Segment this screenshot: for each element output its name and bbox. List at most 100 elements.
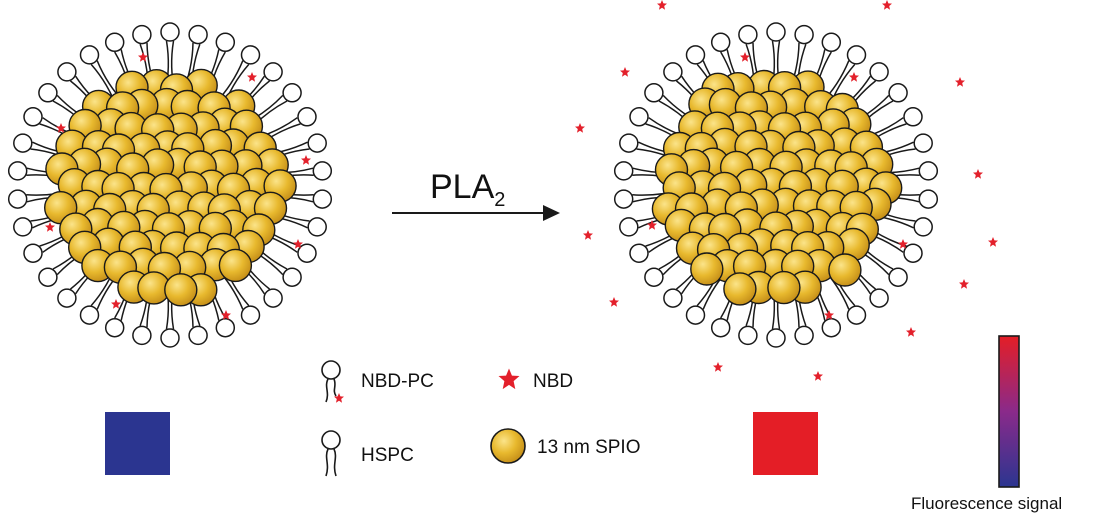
lipid-head: [297, 243, 317, 263]
spio-sphere-icon: [490, 428, 526, 464]
lipid-head: [821, 317, 842, 338]
nanoparticle-before: [7, 22, 333, 348]
lipid-head: [613, 189, 634, 209]
lipid-head: [738, 325, 758, 346]
lipid-head: [13, 133, 33, 153]
lipid-head: [644, 267, 664, 287]
lipid-head: [888, 267, 908, 287]
hspc-icon: [321, 430, 341, 477]
spio-particle: [723, 272, 757, 306]
lipid-head: [766, 22, 786, 42]
nbd-pc-label: NBD-PC: [361, 371, 434, 392]
nbd-star: [973, 169, 983, 179]
lipid-head: [685, 45, 706, 65]
lipid-head: [104, 317, 125, 338]
lipid-head: [38, 267, 58, 287]
lipid-head: [240, 305, 261, 325]
lipid-head: [215, 32, 236, 53]
lipid-head: [903, 243, 923, 263]
lipid-head: [79, 45, 100, 65]
lipid-head: [57, 288, 77, 308]
nbd-star: [959, 279, 969, 289]
lipid-head: [738, 24, 758, 45]
lipid-head: [104, 32, 125, 53]
lipid-head: [710, 32, 731, 53]
lipid-head: [38, 83, 58, 103]
lipid-head: [869, 288, 889, 308]
nbd-pc-icon: [321, 360, 344, 403]
nbd-star: [111, 299, 121, 309]
spio-particle: [828, 253, 862, 287]
lipid-head: [160, 22, 180, 42]
nbd-star: [620, 67, 630, 77]
fluorescence-label: Fluorescence signal: [911, 494, 1062, 513]
lipid-head: [132, 24, 152, 45]
hspc-label: HSPC: [361, 445, 414, 466]
nbd-star: [988, 237, 998, 247]
nbd-star: [583, 230, 593, 240]
nbd-star: [713, 362, 723, 372]
nbd-star: [906, 327, 916, 337]
lipid-head: [846, 45, 867, 65]
lipid-head: [188, 24, 208, 45]
lipid-head: [794, 24, 814, 45]
lipid-head: [282, 83, 302, 103]
lipid-head: [663, 62, 683, 82]
lipid-head: [263, 288, 283, 308]
spio-core-before: [44, 68, 297, 307]
lipid-head: [644, 83, 664, 103]
nbd-star: [575, 123, 585, 133]
nbd-star: [247, 72, 257, 82]
lipid-head: [263, 62, 283, 82]
lipid-head: [7, 161, 28, 181]
lipid-head: [312, 189, 333, 209]
lipid-head: [888, 83, 908, 103]
nbd-star-icon: [498, 368, 520, 390]
lipid-shell-before: [7, 22, 333, 348]
legend: NBD-PC NBD HSPC 13 nm SPIO: [321, 360, 641, 477]
nbd-star: [138, 52, 148, 62]
lipid-head: [663, 288, 683, 308]
spio-core-after: [651, 69, 903, 306]
lipid-head: [869, 62, 889, 82]
lipid-head: [629, 243, 649, 263]
lipid-head: [903, 107, 923, 127]
reaction-arrow: PLA2: [392, 168, 560, 221]
nbd-star: [45, 222, 55, 232]
lipid-head: [307, 217, 327, 237]
lipid-head: [629, 107, 649, 127]
nbd-star: [849, 72, 859, 82]
nbd-star: [955, 77, 965, 87]
enzyme-label: PLA2: [430, 168, 505, 211]
nbd-star: [657, 0, 667, 10]
lipid-head: [240, 45, 261, 65]
lipid-head: [7, 189, 28, 209]
spio-particle: [218, 248, 253, 283]
spio-particle: [767, 270, 801, 305]
spio-particle: [690, 252, 724, 286]
nbd-star: [301, 155, 311, 165]
spio-particle: [164, 273, 198, 307]
lipid-head: [307, 133, 327, 153]
lipid-molecule: [181, 24, 208, 96]
nbd-label: NBD: [533, 371, 573, 392]
lipid-head: [312, 161, 333, 181]
nbd-star: [609, 297, 619, 307]
lipid-head: [160, 328, 180, 348]
lipid-molecule: [79, 260, 127, 325]
lipid-head: [821, 32, 842, 53]
lipid-head: [188, 325, 208, 346]
lipid-head: [766, 328, 786, 348]
lipid-head: [282, 267, 302, 287]
low-signal-square: [105, 412, 170, 475]
nbd-star: [813, 371, 823, 381]
lipid-head: [297, 107, 317, 127]
lipid-head: [613, 161, 634, 181]
lipid-head: [918, 161, 939, 181]
lipid-head: [913, 217, 933, 237]
lipid-head: [57, 62, 77, 82]
lipid-head: [23, 107, 43, 127]
fluorescence-scale-bar: [998, 335, 1020, 488]
lipid-head: [710, 317, 731, 338]
